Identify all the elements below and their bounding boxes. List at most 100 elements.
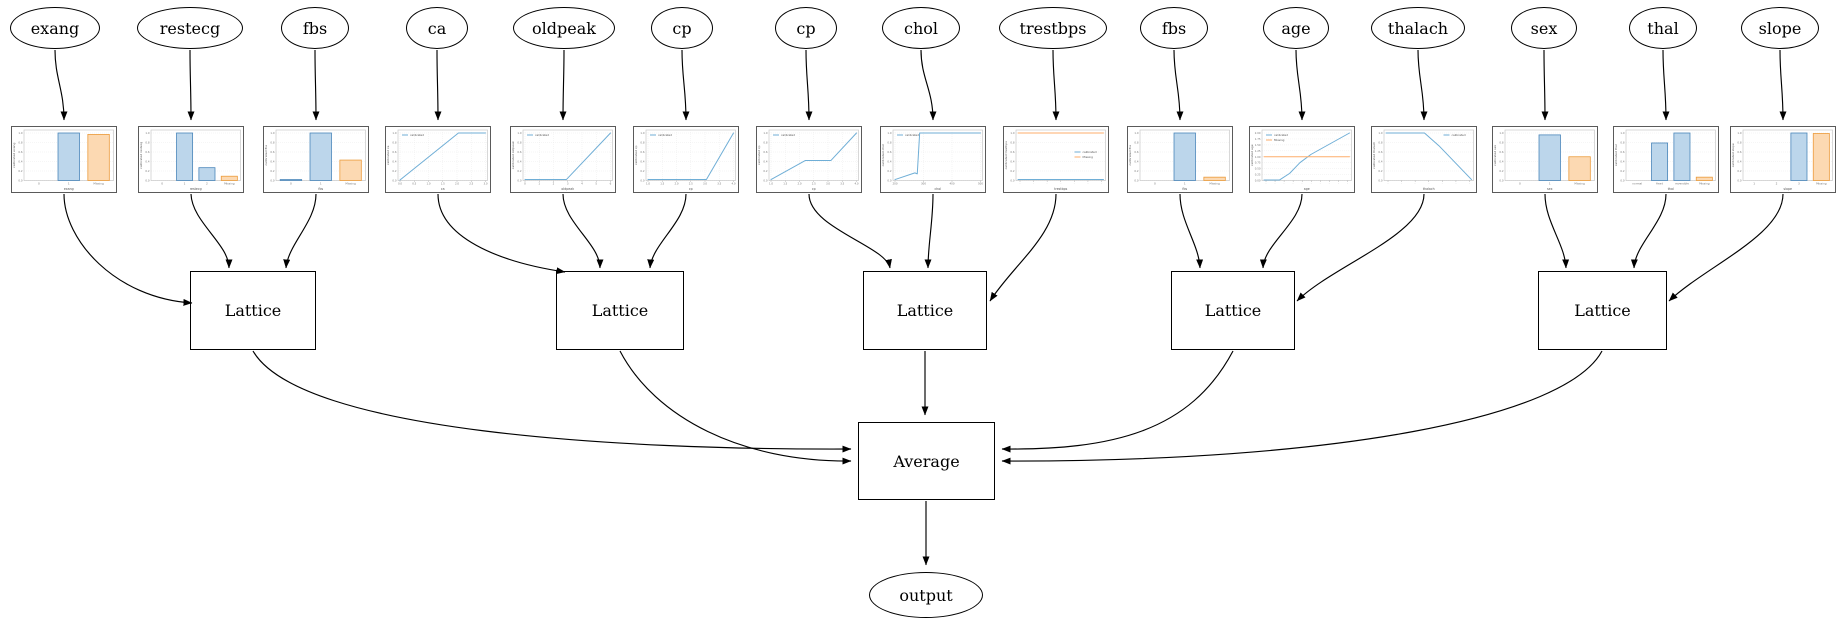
- svg-text:0.0: 0.0: [1620, 179, 1624, 183]
- svg-text:Missing: Missing: [93, 182, 104, 186]
- svg-text:0.00: 0.00: [1255, 179, 1261, 183]
- lattice-node-3: Lattice: [863, 271, 987, 350]
- svg-text:··: ··: [1415, 184, 1417, 186]
- svg-text:1: 1: [538, 182, 540, 186]
- svg-text:··: ··: [1101, 184, 1103, 186]
- edge-lattice-4-to-average: [1001, 350, 1234, 453]
- svg-text:calibrated fbs: calibrated fbs: [1128, 145, 1132, 166]
- svg-text:Missing: Missing: [345, 182, 356, 186]
- svg-text:0.6: 0.6: [887, 150, 891, 154]
- svg-text:0.4: 0.4: [517, 160, 521, 164]
- edge-trestbps-to-chart: [1052, 49, 1060, 121]
- edge-lattice-2-to-average: [619, 350, 852, 465]
- svg-text:1.5: 1.5: [660, 182, 664, 186]
- edge-chart-15-to-lattice: [1668, 193, 1784, 302]
- average-node: Average: [858, 422, 995, 500]
- lattice-node-5: Lattice: [1538, 271, 1667, 350]
- svg-text:2: 2: [553, 182, 555, 186]
- svg-text:0.2: 0.2: [887, 169, 891, 173]
- svg-text:0.8: 0.8: [145, 141, 149, 145]
- svg-text:1.50: 1.50: [1255, 143, 1261, 147]
- svg-text:··: ··: [1047, 184, 1049, 186]
- svg-text:··: ··: [1265, 184, 1267, 186]
- svg-text:0.6: 0.6: [270, 150, 274, 154]
- input-node-chol: chol: [882, 7, 960, 49]
- svg-text:0.25: 0.25: [1255, 173, 1261, 177]
- svg-text:4.0: 4.0: [854, 182, 858, 186]
- input-node-label: age: [1281, 18, 1311, 38]
- svg-text:300: 300: [921, 182, 926, 186]
- edge-chart-5-to-lattice: [562, 193, 604, 269]
- svg-text:0.4: 0.4: [763, 160, 767, 164]
- input-node-label: cp: [672, 18, 692, 38]
- svg-text:0.8: 0.8: [517, 141, 521, 145]
- svg-text:3.5: 3.5: [840, 182, 844, 186]
- lattice-node-label: Lattice: [1204, 301, 1262, 320]
- edge-chart-2-to-lattice: [190, 193, 233, 269]
- svg-text:calibrated slope: calibrated slope: [1731, 143, 1735, 167]
- edge-lattice-1-to-average: [252, 350, 852, 453]
- edge-thalach-to-chart: [1417, 49, 1428, 121]
- svg-text:2.0: 2.0: [797, 182, 801, 186]
- svg-text:1.25: 1.25: [1255, 149, 1261, 153]
- svg-text:0.6: 0.6: [1010, 150, 1014, 154]
- svg-text:fixed: fixed: [1656, 182, 1663, 186]
- svg-text:1: 1: [1549, 182, 1551, 186]
- svg-text:3.0: 3.0: [483, 182, 487, 186]
- input-node-label: fbs: [302, 18, 328, 38]
- edge-chol-to-chart: [920, 49, 937, 121]
- svg-text:1.5: 1.5: [441, 182, 445, 186]
- edge-chart-13-to-lattice: [1544, 193, 1570, 269]
- svg-text:0.8: 0.8: [1499, 141, 1503, 145]
- output-node-label: output: [899, 585, 953, 605]
- svg-text:calibrated ca: calibrated ca: [386, 145, 390, 165]
- svg-text:calibrated: calibrated: [535, 133, 549, 137]
- edge-chart-4-to-lattice: [437, 193, 566, 275]
- svg-text:2: 2: [206, 182, 208, 186]
- svg-text:0.2: 0.2: [1378, 169, 1382, 173]
- svg-text:0.2: 0.2: [517, 169, 521, 173]
- svg-text:··: ··: [1019, 184, 1021, 186]
- input-node-cp-2: cp: [775, 7, 837, 49]
- svg-text:··: ··: [1074, 184, 1076, 186]
- svg-text:0.2: 0.2: [1737, 169, 1741, 173]
- svg-text:0.4: 0.4: [1620, 160, 1624, 164]
- svg-text:0.8: 0.8: [887, 141, 891, 145]
- edge-fbs-to-chart: [1173, 49, 1184, 121]
- svg-text:calibrated oldpeak: calibrated oldpeak: [511, 141, 515, 169]
- svg-text:0.0: 0.0: [1499, 179, 1503, 183]
- svg-text:0.0: 0.0: [640, 179, 644, 183]
- svg-text:0.8: 0.8: [640, 141, 644, 145]
- svg-text:5: 5: [595, 182, 597, 186]
- svg-text:2: 2: [1776, 182, 1778, 186]
- svg-text:exang: exang: [64, 187, 74, 191]
- svg-text:0.6: 0.6: [1499, 150, 1503, 154]
- svg-text:cp: cp: [812, 187, 816, 191]
- svg-text:0.8: 0.8: [1010, 141, 1014, 145]
- svg-text:0.2: 0.2: [763, 169, 767, 173]
- svg-text:1.0: 1.0: [763, 131, 767, 135]
- svg-text:0.50: 0.50: [1255, 167, 1261, 171]
- svg-text:calibrated sex: calibrated sex: [1493, 144, 1497, 165]
- svg-text:chol: chol: [934, 187, 941, 191]
- svg-text:··: ··: [1320, 184, 1322, 186]
- svg-text:0: 0: [161, 182, 163, 186]
- svg-text:0.4: 0.4: [145, 160, 149, 164]
- svg-text:0.4: 0.4: [1737, 160, 1741, 164]
- input-node-restecg: restecg: [137, 7, 243, 49]
- svg-text:Missing: Missing: [1083, 155, 1094, 159]
- edge-fbs-to-chart: [312, 49, 320, 121]
- svg-text:0.2: 0.2: [1499, 169, 1503, 173]
- svg-text:age: age: [1304, 187, 1310, 191]
- svg-text:0.0: 0.0: [1737, 179, 1741, 183]
- svg-text:0.0: 0.0: [517, 179, 521, 183]
- input-node-exang: exang: [10, 7, 100, 49]
- input-node-label: oldpeak: [532, 18, 596, 38]
- svg-text:0.8: 0.8: [763, 141, 767, 145]
